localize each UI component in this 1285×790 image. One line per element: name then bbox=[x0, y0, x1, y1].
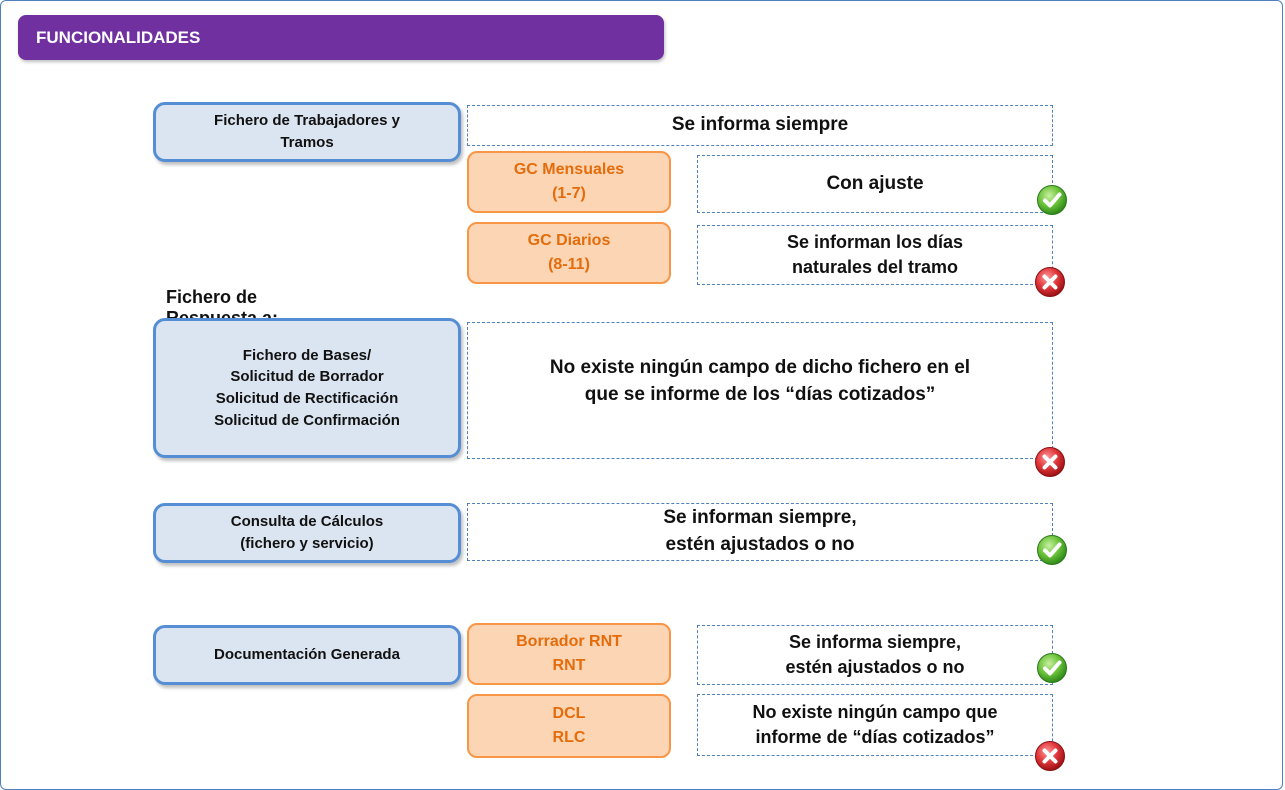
cross-icon bbox=[1035, 741, 1065, 771]
info-fichero-trabajadores: Se informa siempre bbox=[467, 105, 1053, 146]
cross-icon bbox=[1035, 447, 1065, 477]
box-label: Fichero de Bases/ Solicitud de Borrador … bbox=[214, 346, 400, 429]
check-icon bbox=[1037, 535, 1067, 565]
info-text: Se informan los días naturales del tramo bbox=[786, 231, 964, 277]
box-gc-mensuales: GC Mensuales (1-7) bbox=[467, 151, 671, 213]
box-fichero-bases: Fichero de Bases/ Solicitud de Borrador … bbox=[153, 318, 461, 458]
box-documentacion-generada: Documentación Generada bbox=[153, 625, 461, 685]
box-label: Documentación Generada bbox=[214, 646, 400, 664]
section-title: FUNCIONALIDADES bbox=[36, 27, 201, 47]
cross-icon bbox=[1035, 267, 1065, 297]
box-borrador-rnt: Borrador RNT RNT bbox=[467, 623, 671, 685]
info-consulta-calculos: Se informan siempre, estén ajustados o n… bbox=[467, 503, 1053, 561]
box-label: GC Diarios (8-11) bbox=[527, 232, 611, 273]
box-consulta-calculos: Consulta de Cálculos (fichero y servicio… bbox=[153, 503, 461, 563]
info-dcl-rlc: No existe ningún campo que informe de “d… bbox=[697, 694, 1053, 756]
check-icon bbox=[1037, 185, 1067, 215]
info-text: Con ajuste bbox=[826, 172, 924, 194]
check-icon bbox=[1037, 653, 1067, 683]
info-borrador-rnt: Se informa siempre, estén ajustados o no bbox=[697, 625, 1053, 685]
info-text: No existe ningún campo de dicho fichero … bbox=[549, 357, 971, 405]
box-fichero-trabajadores: Fichero de Trabajadores y Tramos bbox=[153, 102, 461, 162]
box-label: Consulta de Cálculos (fichero y servicio… bbox=[230, 513, 384, 552]
section-header: FUNCIONALIDADES bbox=[18, 15, 664, 60]
box-label: Fichero de Trabajadores y Tramos bbox=[214, 112, 400, 151]
box-label: GC Mensuales (1-7) bbox=[513, 161, 625, 202]
info-text: Se informa siempre, estén ajustados o no bbox=[785, 631, 965, 677]
info-gc-diarios: Se informan los días naturales del tramo bbox=[697, 225, 1053, 285]
info-gc-mensuales: Con ajuste bbox=[697, 155, 1053, 213]
info-text: No existe ningún campo que informe de “d… bbox=[752, 701, 998, 747]
info-text: Se informan siempre, estén ajustados o n… bbox=[663, 507, 857, 555]
box-gc-diarios: GC Diarios (8-11) bbox=[467, 222, 671, 284]
box-dcl-rlc: DCL RLC bbox=[467, 694, 671, 758]
box-label: DCL RLC bbox=[552, 705, 586, 746]
info-text: Se informa siempre bbox=[671, 114, 849, 136]
info-fichero-bases: No existe ningún campo de dicho fichero … bbox=[467, 322, 1053, 459]
box-label: Borrador RNT RNT bbox=[516, 633, 622, 674]
